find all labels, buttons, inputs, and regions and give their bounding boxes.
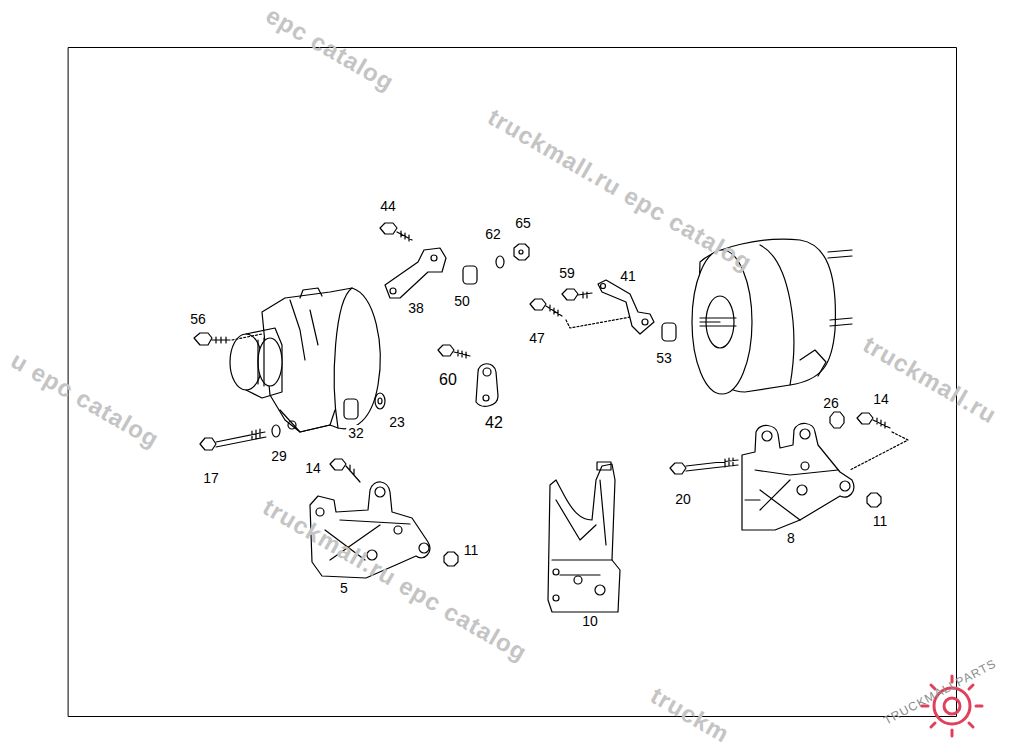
callout-number: 26 [821,395,841,411]
callout-number: 8 [785,530,797,546]
callout-number: 14 [303,460,323,476]
callout-number: 60 [437,371,459,389]
callout-number: 14 [871,391,891,407]
callout-number: 11 [871,513,890,529]
callout-number: 17 [201,470,221,486]
callout-number: 23 [387,414,407,430]
callout-number: 5 [338,580,350,596]
watermark-text: truckmall.ru epc catalog [259,495,531,666]
logo-text: TRUCKMALLPARTS [882,657,999,727]
callout-number: 62 [483,226,503,242]
spacer [344,399,358,419]
callout-number: 47 [527,330,547,346]
watermark-text: epc catalog [262,3,398,95]
callout-number: 59 [557,265,577,281]
watermark-text: truckmall.ru epc catalog [484,105,756,276]
watermark-text: truckm [647,683,734,747]
alternator-right [692,239,852,394]
bracket-right [742,423,854,530]
callout-number: 29 [269,448,289,464]
callout-number: 32 [346,425,366,441]
callout-number: 50 [452,293,472,309]
bracket-center [548,462,620,612]
callout-number: 11 [462,542,481,558]
callout-number: 56 [188,311,208,327]
callout-number: 41 [618,268,638,284]
frame [69,48,957,717]
callout-number: 10 [580,613,600,629]
callout-number: 53 [654,350,674,366]
watermark-text: truckmall.ru [859,332,1000,427]
callout-number: 44 [378,198,398,214]
callout-number: 65 [513,215,533,231]
callout-number: 20 [673,491,693,507]
callout-number: 42 [483,414,505,432]
alternator-left [230,288,380,432]
watermark-text: u epc catalog [7,348,163,452]
callout-number: 38 [406,300,426,316]
